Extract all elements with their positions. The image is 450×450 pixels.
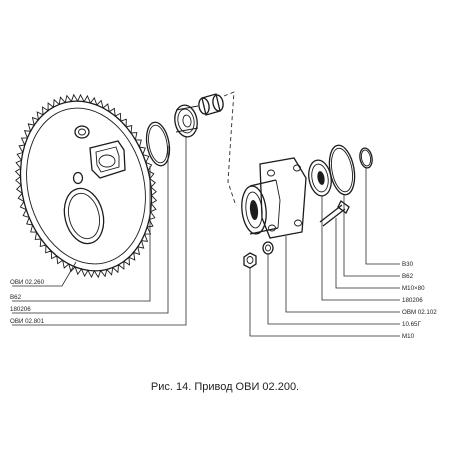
bushing-ovi-02-801 [198,93,224,116]
callout-bolt: М10×80 [402,285,425,292]
callout-nut: М10 [402,333,415,340]
callout-retaining-ring-left: В62 [10,294,22,301]
callout-sprocket: ОВИ 02.260 [10,279,45,286]
retaining-ring-b30 [359,147,373,169]
retaining-ring-b62-right [328,144,356,196]
nut-m10 [243,252,257,269]
callout-bearing-right: 180206 [402,297,423,304]
washer-10-65g [262,241,274,255]
bolt-m10x80 [319,200,350,227]
retaining-ring-b62-left [145,121,171,167]
left-leaders [12,137,187,326]
callout-housing: ОВМ 02.102 [402,309,437,316]
callout-ring-b30: В30 [402,261,414,268]
callout-washer: 10.65Г [402,321,421,328]
assembly-axis [223,91,237,207]
callout-bearing-left: 180206 [10,306,31,313]
bearing-180206-left [174,104,199,138]
callout-ring-b62: В62 [402,273,414,280]
callout-bushing: ОВИ 02.801 [10,318,45,325]
figure-caption: Рис. 14. Привод ОВИ 02.200. [150,381,300,393]
sprocket-wheel [14,93,158,279]
housing-ovm-02-102 [241,157,307,239]
right-leaders [249,168,400,337]
